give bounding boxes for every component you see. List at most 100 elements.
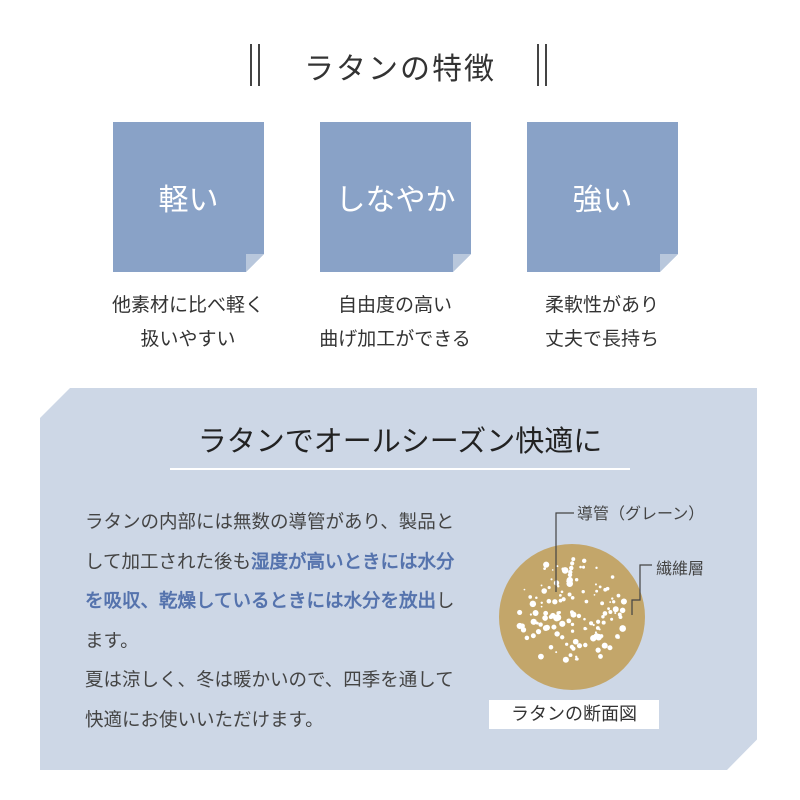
vessel-dot — [575, 657, 579, 661]
vessel-dot — [566, 580, 568, 583]
vessel-dot — [607, 607, 610, 611]
vessel-dot — [583, 642, 588, 648]
vessel-dot — [548, 614, 553, 620]
vessel-dot — [582, 565, 586, 569]
vessel-dot — [516, 622, 523, 630]
vessel-dot — [592, 623, 595, 627]
vessel-dot — [561, 567, 569, 574]
vessel-dot — [570, 629, 575, 633]
vessel-dot — [598, 585, 602, 589]
vessel-dot — [584, 599, 589, 604]
page-title: ラタンの特徴 — [304, 52, 496, 87]
title-bar-left — [250, 44, 260, 86]
vessel-dot — [593, 593, 596, 596]
vessel-dot — [551, 624, 557, 630]
vessel-dot — [610, 617, 614, 621]
vessel-dot — [530, 633, 536, 639]
vessel-dot — [595, 566, 598, 570]
vessel-dot — [599, 634, 604, 638]
vessel-dot — [529, 600, 537, 608]
vessel-dot — [560, 590, 564, 594]
vessel-dot — [607, 645, 613, 651]
feature-flexible: しなやか — [320, 122, 471, 272]
diagram-caption: ラタンの断面図 — [489, 700, 659, 729]
vessel-dot — [546, 598, 552, 604]
vessel-dot — [558, 598, 563, 603]
feature-desc: 他素材に比べ軽く扱いやすい — [111, 294, 264, 350]
vessel-dot — [595, 647, 601, 653]
vessel-dot — [535, 628, 542, 635]
vessel-dot — [617, 635, 620, 639]
vessel-dot — [598, 628, 601, 631]
feature-desc: 自由度の高い曲げ加工ができる — [319, 294, 471, 350]
vessel-dot — [581, 589, 585, 594]
vessel-dot — [557, 585, 560, 588]
vessel-dot — [601, 642, 608, 649]
vessel-dot — [565, 642, 569, 646]
vessel-dot — [533, 610, 538, 615]
vessel-dot — [554, 631, 560, 637]
vessel-dot — [556, 611, 560, 615]
vessel-dot — [520, 627, 527, 633]
vessel-dot — [543, 567, 546, 571]
vessel-dot — [566, 576, 573, 584]
vessel-dot — [567, 592, 572, 597]
vessel-dots — [516, 557, 627, 663]
vessel-dot — [568, 569, 573, 575]
vessel-dot — [594, 583, 597, 586]
vessel-dot — [556, 565, 559, 568]
vessel-dot — [542, 625, 549, 631]
vessel-dot — [559, 620, 566, 627]
vessel-dot — [548, 644, 554, 650]
vessel-dot — [561, 597, 566, 602]
vessel-dot — [540, 584, 543, 587]
vessel-dot — [618, 615, 623, 620]
vessel-dot — [542, 615, 548, 621]
vessel-dot — [568, 653, 573, 658]
vessel-dot — [543, 610, 549, 616]
vessel-dot — [583, 617, 586, 621]
vessel-dot — [550, 578, 553, 581]
section-body: ラタンの内部には無数の導管があり、製品として加工された後も湿度が高いときには水分… — [85, 512, 455, 731]
vessel-dot — [566, 619, 569, 621]
vessel-label: 導管（グレーン） — [577, 504, 705, 523]
vessel-dot — [544, 589, 547, 592]
vessel-dot — [602, 611, 608, 616]
vessel-dot — [543, 561, 550, 568]
vessel-dot — [570, 561, 575, 566]
vessel-dot — [616, 593, 621, 598]
vessel-dot — [576, 644, 579, 647]
vessel-dot — [583, 626, 587, 631]
vessel-dot — [611, 597, 614, 600]
vessel-dot — [524, 635, 530, 641]
vessel-dot — [551, 569, 554, 571]
section-title: ラタンでオールシーズン快適に — [170, 418, 630, 470]
vessel-dot — [528, 595, 533, 599]
vessel-dot — [562, 656, 569, 663]
vessel-dot — [601, 614, 605, 619]
vessel-dot — [601, 620, 606, 625]
vessel-dot — [523, 588, 526, 591]
vessel-dot — [594, 631, 597, 634]
vessel-dot — [552, 599, 558, 605]
vessel-dot — [547, 585, 551, 590]
vessel-dot — [609, 601, 612, 603]
vessel-dot — [555, 651, 558, 654]
vessel-leader — [555, 512, 574, 592]
vessel-dot — [538, 653, 544, 660]
vessel-dot — [558, 594, 562, 597]
vessel-dot — [608, 610, 613, 615]
vessel-dot — [529, 613, 532, 616]
vessel-dot — [589, 621, 594, 626]
fiber-label: 繊維層 — [656, 559, 705, 578]
vessel-dot — [540, 605, 543, 608]
vessel-dot — [610, 575, 615, 579]
vessel-dot — [595, 589, 599, 593]
vessel-dot — [619, 607, 626, 614]
vessel-dot — [554, 614, 562, 621]
vessel-dot — [581, 558, 587, 564]
vessel-dot — [576, 643, 583, 649]
vessel-dot — [570, 622, 575, 627]
vessel-dot — [612, 600, 616, 604]
vessel-dot — [569, 565, 574, 571]
